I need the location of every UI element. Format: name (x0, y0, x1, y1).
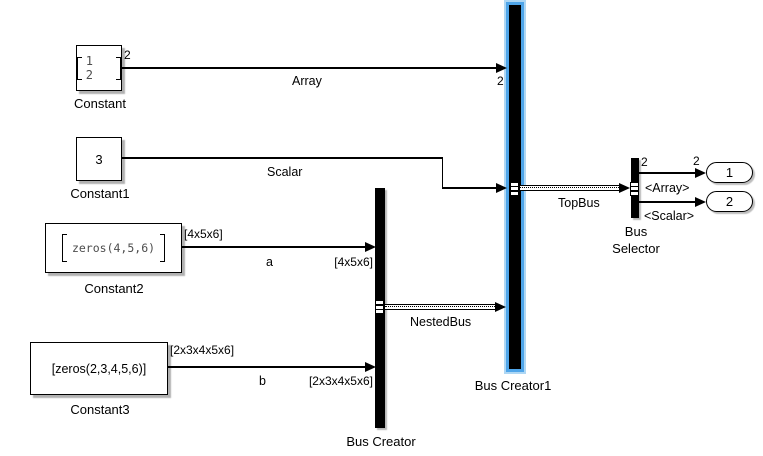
arrowhead-icon (695, 168, 706, 178)
array-dim-dst: 2 (497, 74, 504, 88)
signal-label-topbus[interactable]: TopBus (558, 196, 600, 210)
block-label-constant[interactable]: Constant (73, 96, 127, 111)
signal-sel-scalar-line[interactable] (639, 201, 696, 203)
signal-a-line[interactable] (182, 246, 366, 248)
signal-label-sel-scalar[interactable]: <Scalar> (644, 209, 695, 223)
outport-2-number: 2 (725, 194, 734, 209)
outport-1-number: 1 (725, 165, 734, 180)
block-constant3[interactable]: [zeros(2,3,4,5,6)] (30, 342, 168, 395)
sel-array-dim-src: 2 (641, 155, 648, 169)
matrix-bracket-right-icon (116, 56, 121, 80)
a-dim-src: [4x5x6] (184, 227, 223, 241)
signal-scalar-line-h2[interactable] (442, 187, 497, 189)
block-label-bus-selector-line2[interactable]: Selector (612, 241, 660, 256)
arrowhead-icon (365, 362, 376, 372)
bus-port-connector (375, 300, 384, 314)
constant-value: 1 2 (85, 54, 96, 82)
arrowhead-icon (695, 197, 706, 207)
signal-b-line[interactable] (168, 366, 366, 368)
a-dim-dst: [4x5x6] (334, 255, 373, 269)
block-label-bus-creator1[interactable]: Bus Creator1 (474, 378, 552, 393)
arrowhead-icon (619, 183, 630, 193)
signal-label-array[interactable]: Array (292, 74, 322, 88)
constant2-value: zeros(4,5,6) (71, 241, 156, 255)
b-dim-src: [2x3x4x5x6] (170, 343, 235, 357)
signal-label-b[interactable]: b (259, 374, 266, 388)
sel-array-dim-dst: 2 (693, 154, 700, 168)
arrowhead-icon (495, 302, 506, 312)
matrix-bracket-right-icon (160, 234, 166, 262)
signal-scalar-line-h1[interactable] (122, 157, 443, 159)
signal-array-line[interactable] (122, 67, 497, 69)
signal-label-scalar[interactable]: Scalar (267, 165, 303, 179)
bus-port-connector (510, 181, 519, 196)
constant1-value: 3 (95, 151, 103, 167)
bus-topbus-line[interactable] (520, 185, 619, 192)
signal-sel-array-line[interactable] (639, 172, 696, 174)
arrowhead-icon (365, 242, 376, 252)
array-dim-src: 2 (124, 48, 131, 62)
constant3-value: [zeros(2,3,4,5,6)] (51, 361, 147, 376)
outport-1[interactable]: 1 (706, 162, 753, 183)
block-label-constant2[interactable]: Constant2 (84, 281, 144, 296)
b-dim-dst: [2x3x4x5x6] (308, 374, 373, 388)
bus-port-connector (630, 181, 639, 196)
block-label-bus-selector-line1[interactable]: Bus (624, 224, 648, 239)
block-constant[interactable]: 1 2 (76, 45, 122, 91)
block-constant1[interactable]: 3 (76, 137, 122, 181)
signal-label-sel-array[interactable]: <Array> (645, 181, 690, 195)
signal-label-a[interactable]: a (266, 255, 273, 269)
block-label-constant1[interactable]: Constant1 (70, 186, 130, 201)
bus-nestedbus-line[interactable] (385, 304, 495, 311)
signal-scalar-line-v[interactable] (441, 157, 443, 189)
matrix-bracket-left-icon (61, 234, 67, 262)
outport-2[interactable]: 2 (706, 191, 753, 212)
arrowhead-icon (496, 63, 507, 73)
signal-label-nestedbus[interactable]: NestedBus (410, 315, 472, 329)
block-label-bus-creator[interactable]: Bus Creator (346, 434, 416, 449)
matrix-bracket-left-icon (77, 56, 82, 80)
block-label-constant3[interactable]: Constant3 (70, 402, 130, 417)
arrowhead-icon (496, 183, 507, 193)
block-constant2[interactable]: zeros(4,5,6) (45, 223, 182, 273)
